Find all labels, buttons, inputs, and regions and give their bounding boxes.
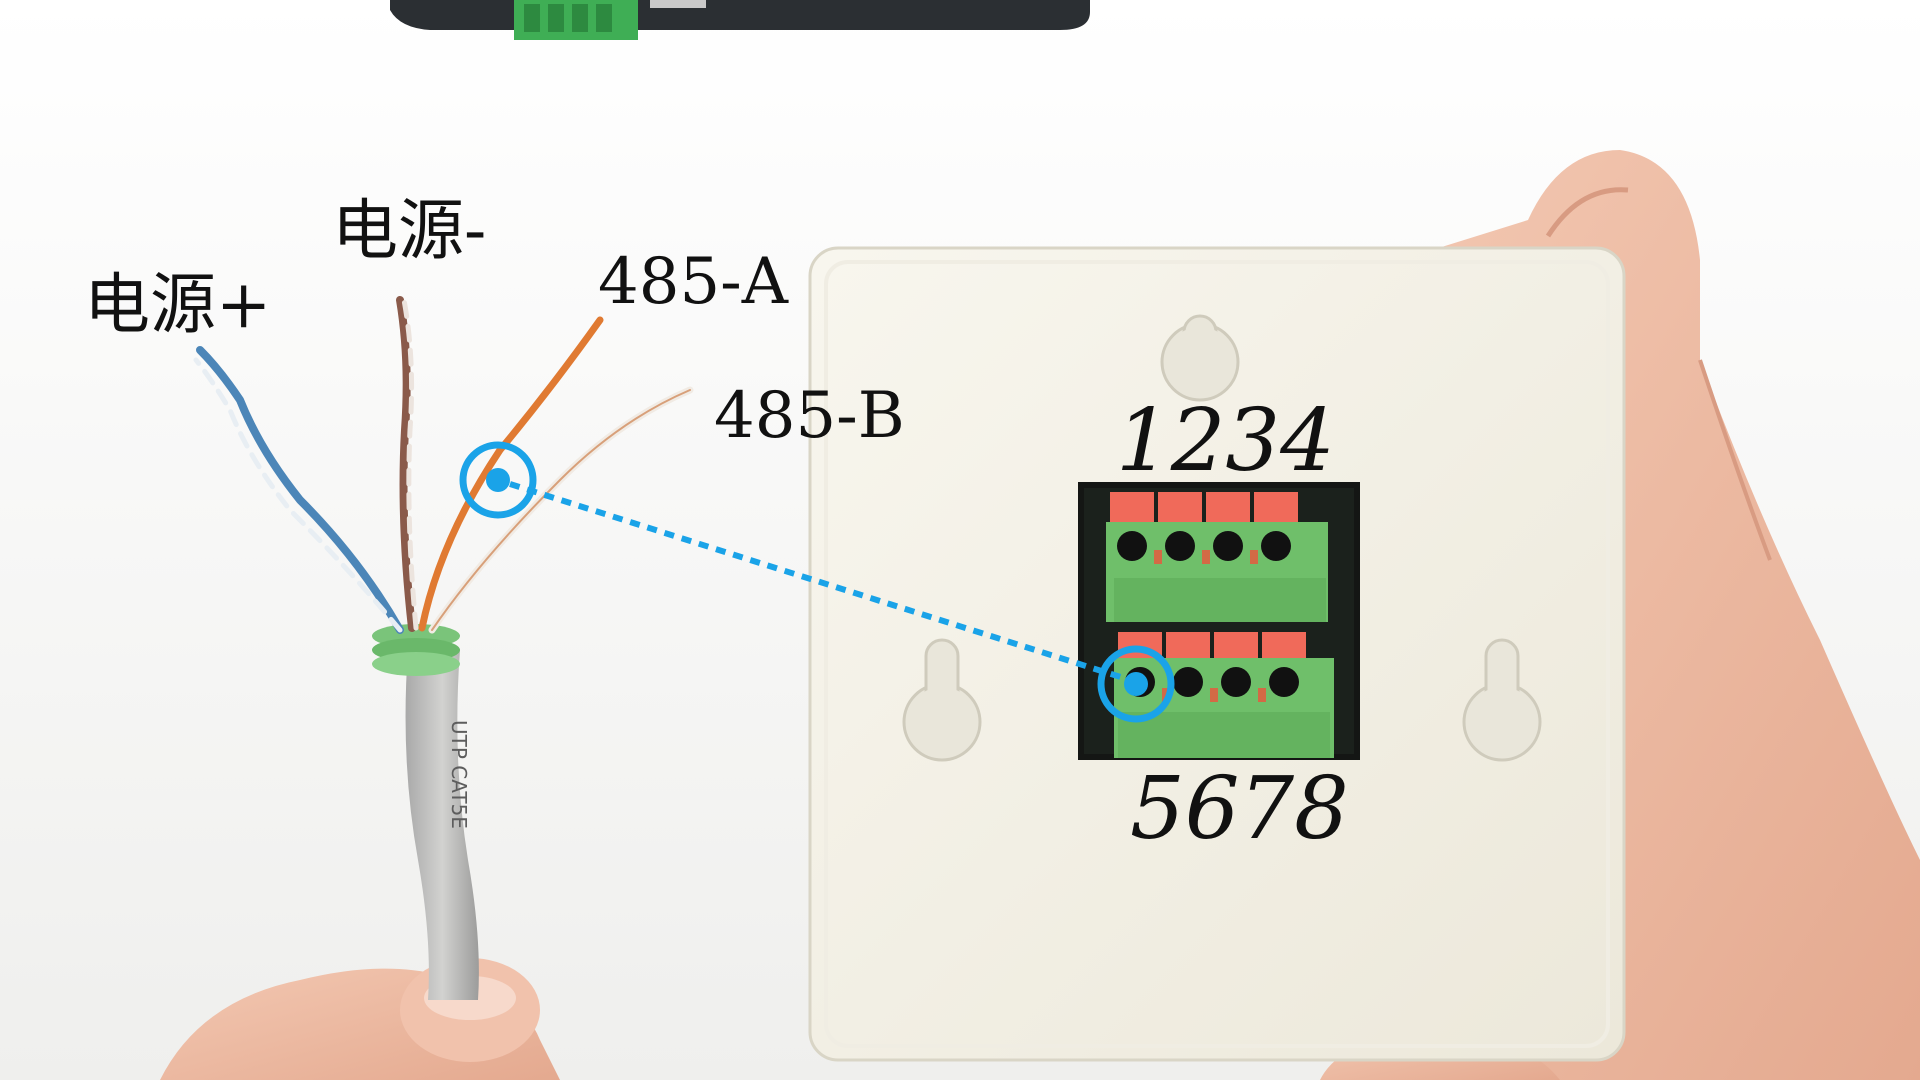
network-cable: UTP CAT5E <box>405 650 479 1000</box>
label-power-negative: 电源- <box>332 192 487 269</box>
mount-slot-left <box>902 638 982 762</box>
wires <box>193 296 694 634</box>
terminal-window <box>1078 482 1360 760</box>
cable-tie <box>372 624 460 676</box>
mount-slot-right <box>1462 638 1542 762</box>
label-rs485-a: 485-A <box>598 245 788 319</box>
mount-slot-top <box>1160 314 1240 402</box>
label-terminals-top: 1234 <box>1116 391 1335 491</box>
label-rs485-b: 485-B <box>714 379 905 453</box>
connector-dotted-line <box>509 481 1131 683</box>
terminal-block-top <box>1106 492 1328 622</box>
terminal-highlight-marker <box>1097 645 1175 723</box>
svg-text:UTP CAT5E: UTP CAT5E <box>447 720 471 829</box>
background-device <box>390 0 1090 40</box>
terminal-block-bottom <box>1114 632 1334 758</box>
label-terminals-bottom: 5678 <box>1130 759 1349 859</box>
wire-highlight-marker <box>459 441 537 519</box>
label-power-positive: 电源+ <box>84 266 272 343</box>
